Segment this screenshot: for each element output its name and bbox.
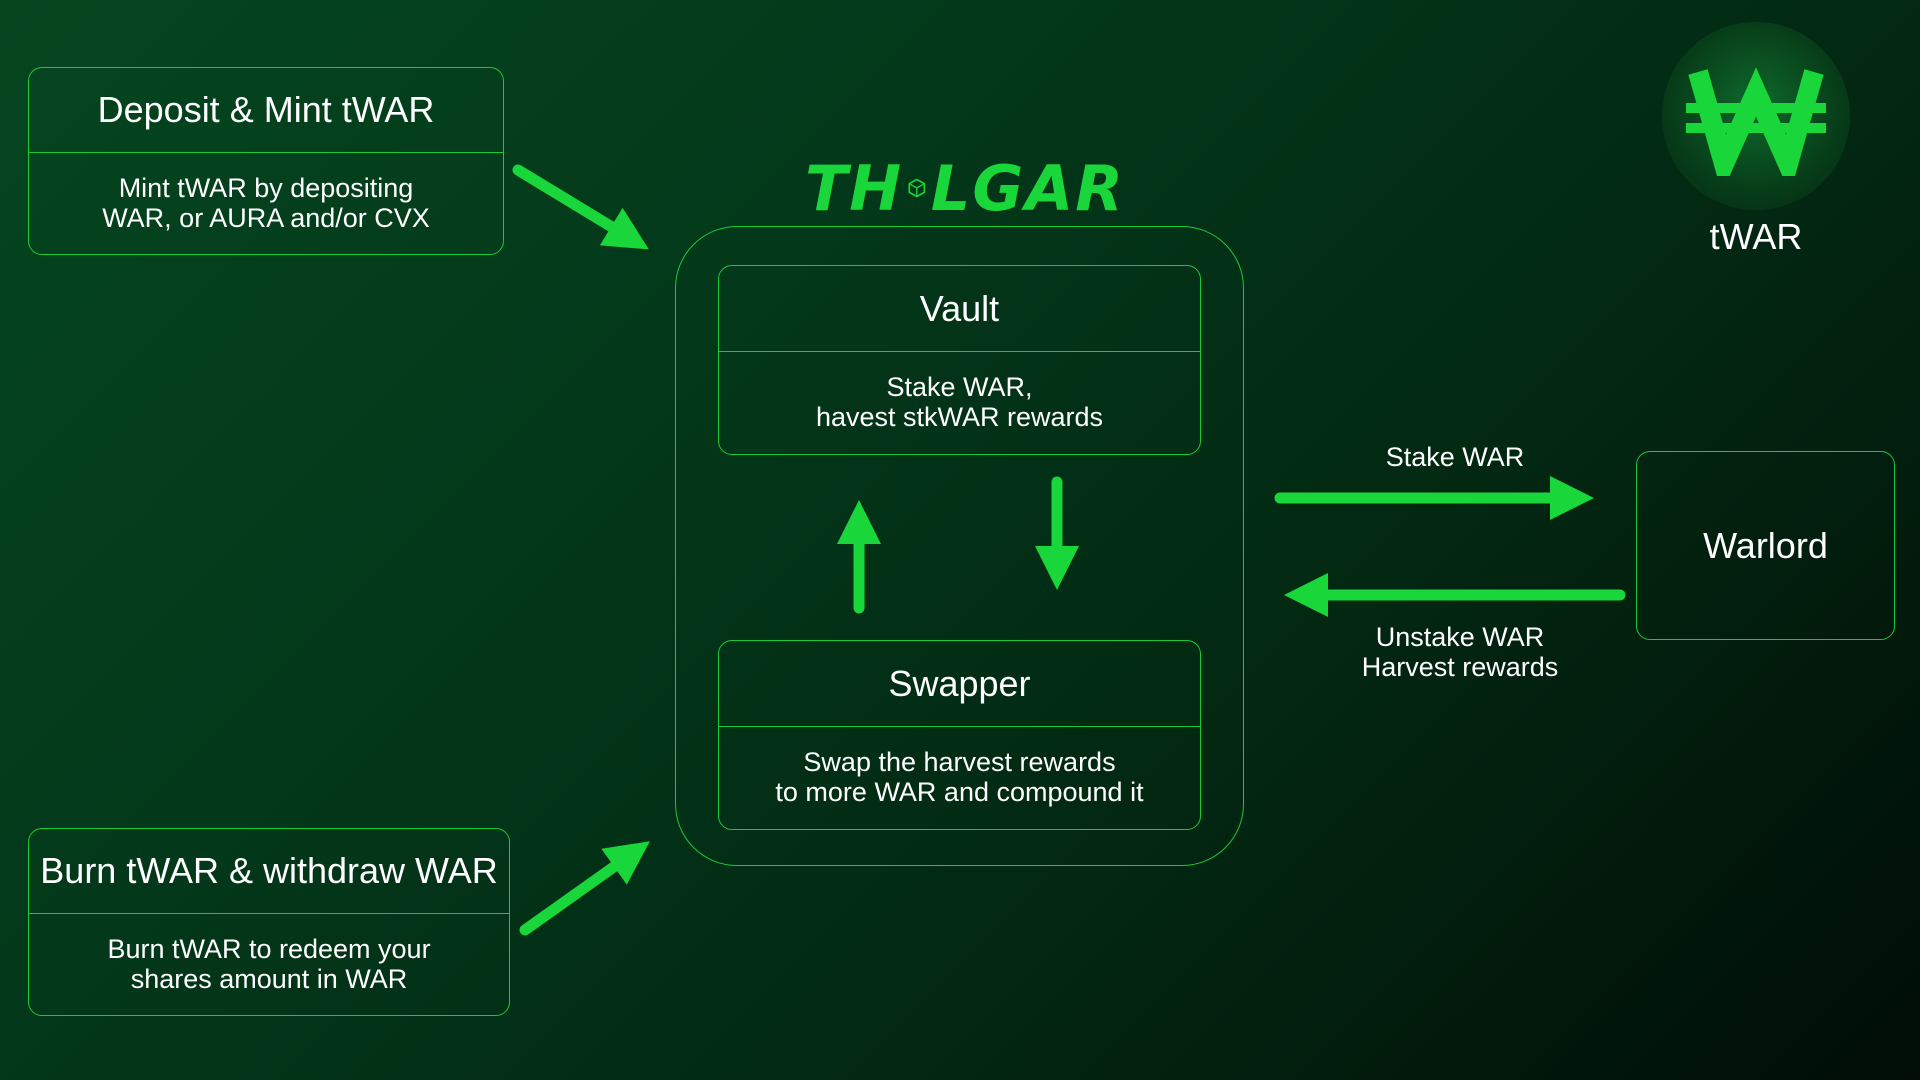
twar-token-logo (1662, 22, 1850, 210)
swapper-line: Swap the harvest rewards (803, 747, 1116, 777)
won-sign-icon (1686, 67, 1826, 176)
stake-line: Stake WAR (1385, 442, 1525, 472)
deposit-line: Mint tWAR by depositing (118, 173, 414, 203)
arrow-burn-to-vault (519, 841, 650, 936)
vault-line: Stake WAR, (886, 372, 1033, 402)
hexagon-cube-icon (908, 178, 926, 198)
swapper-box: Swapper Swap the harvest rewards to more… (718, 640, 1201, 830)
brand-text-left: TH (805, 151, 904, 225)
burn-line: shares amount in WAR (130, 964, 408, 994)
unstake-harvest-label: Unstake WAR Harvest rewards (1305, 622, 1615, 682)
unstake-line: Harvest rewards (1361, 652, 1559, 682)
tholgar-container (675, 226, 1244, 866)
burn-withdraw-description: Burn tWAR to redeem your shares amount i… (29, 914, 509, 1014)
swapper-line: to more WAR and compound it (775, 777, 1144, 807)
tholgar-logo: TH LGAR (805, 148, 1125, 228)
warlord-title: Warlord (1703, 524, 1828, 566)
vault-box: Vault Stake WAR, havest stkWAR rewards (718, 265, 1201, 455)
deposit-mint-title: Deposit & Mint tWAR (29, 68, 503, 153)
swapper-title: Swapper (719, 641, 1200, 727)
arrow-deposit-to-vault (512, 164, 649, 250)
vault-description: Stake WAR, havest stkWAR rewards (719, 352, 1200, 452)
deposit-mint-box: Deposit & Mint tWAR Mint tWAR by deposit… (28, 67, 504, 255)
burn-withdraw-box: Burn tWAR & withdraw WAR Burn tWAR to re… (28, 828, 510, 1016)
vault-line: havest stkWAR rewards (815, 402, 1104, 432)
unstake-line: Unstake WAR (1375, 622, 1545, 652)
twar-label: tWAR (1709, 216, 1803, 257)
deposit-line: WAR, or AURA and/or CVX (102, 203, 430, 233)
deposit-mint-description: Mint tWAR by depositing WAR, or AURA and… (29, 153, 503, 253)
vault-title: Vault (719, 266, 1200, 352)
burn-line: Burn tWAR to redeem your (107, 934, 431, 964)
swapper-description: Swap the harvest rewards to more WAR and… (719, 727, 1200, 827)
brand-text-right: LGAR (930, 151, 1125, 225)
warlord-box: Warlord (1636, 451, 1895, 640)
burn-withdraw-title: Burn tWAR & withdraw WAR (29, 829, 509, 914)
stake-war-label: Stake WAR (1300, 442, 1610, 472)
